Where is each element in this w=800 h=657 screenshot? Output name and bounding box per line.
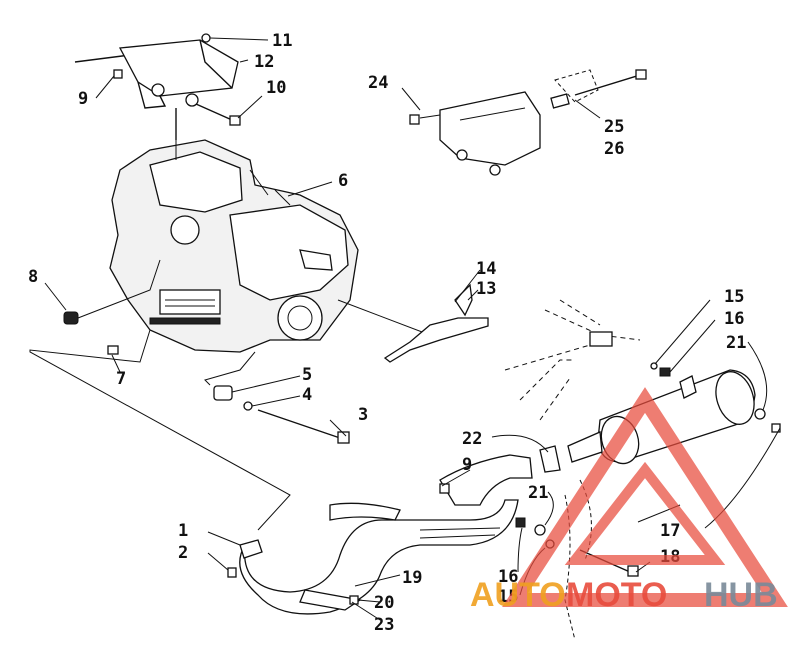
engine-mount-bracket [74, 39, 239, 140]
nut-9-top [113, 69, 123, 79]
watermark-auto: AUTO [470, 576, 566, 614]
callout-20: 20 [374, 593, 394, 613]
rear-frame-outline [504, 299, 641, 421]
callout-3: 3 [358, 405, 368, 425]
callout-23: 23 [374, 615, 394, 635]
upper-right-mount [409, 69, 647, 176]
callout-9-lower: 9 [462, 455, 472, 475]
callout-4: 4 [302, 385, 312, 405]
callout-10: 10 [266, 78, 286, 98]
washer-15-16-upper [650, 362, 671, 377]
callout-16-top: 16 [724, 309, 744, 329]
watermark-text: AUTO MOTO HUB [470, 576, 778, 614]
callout-9-top: 9 [78, 89, 88, 109]
callout-24: 24 [368, 73, 388, 93]
callout-8: 8 [28, 267, 38, 287]
callout-17: 17 [660, 521, 680, 541]
clamp-22 [539, 445, 561, 473]
callout-22: 22 [462, 429, 482, 449]
isolator-8 [63, 311, 79, 325]
bolt-11 [201, 33, 211, 43]
washer-7 [107, 345, 119, 355]
callout-14: 14 [476, 259, 496, 279]
callout-16-lower: 16 [498, 567, 518, 587]
callout-19: 19 [402, 568, 422, 588]
callout-25: 25 [604, 117, 624, 137]
callout-6: 6 [338, 171, 348, 191]
callout-5: 5 [302, 365, 312, 385]
engine-block [109, 139, 359, 353]
watermark-moto: MOTO [566, 576, 667, 614]
nut-9-lower [439, 483, 450, 494]
callout-12: 12 [254, 52, 274, 72]
callout-21-top: 21 [726, 333, 746, 353]
exhaust-pipe-19 [239, 454, 533, 615]
watermark-logo [502, 387, 788, 607]
callout-15-top: 15 [724, 287, 744, 307]
watermark-inner-triangle-icon [564, 461, 726, 565]
callout-11: 11 [272, 31, 292, 51]
washer-21 [754, 408, 781, 433]
callout-13: 13 [476, 279, 496, 299]
callout-2: 2 [178, 543, 188, 563]
watermark-triangle-icon [502, 387, 788, 607]
callout-7: 7 [116, 369, 126, 389]
callout-26: 26 [604, 139, 624, 159]
callout-21-lower: 21 [528, 483, 548, 503]
bolt-2 [227, 567, 237, 578]
callout-1: 1 [178, 521, 188, 541]
clamp-1 [239, 539, 263, 559]
watermark-hub: HUB [704, 576, 778, 614]
leader-lines [44, 37, 781, 621]
bolt-10 [195, 103, 241, 126]
rear-mount-parts [213, 385, 350, 444]
